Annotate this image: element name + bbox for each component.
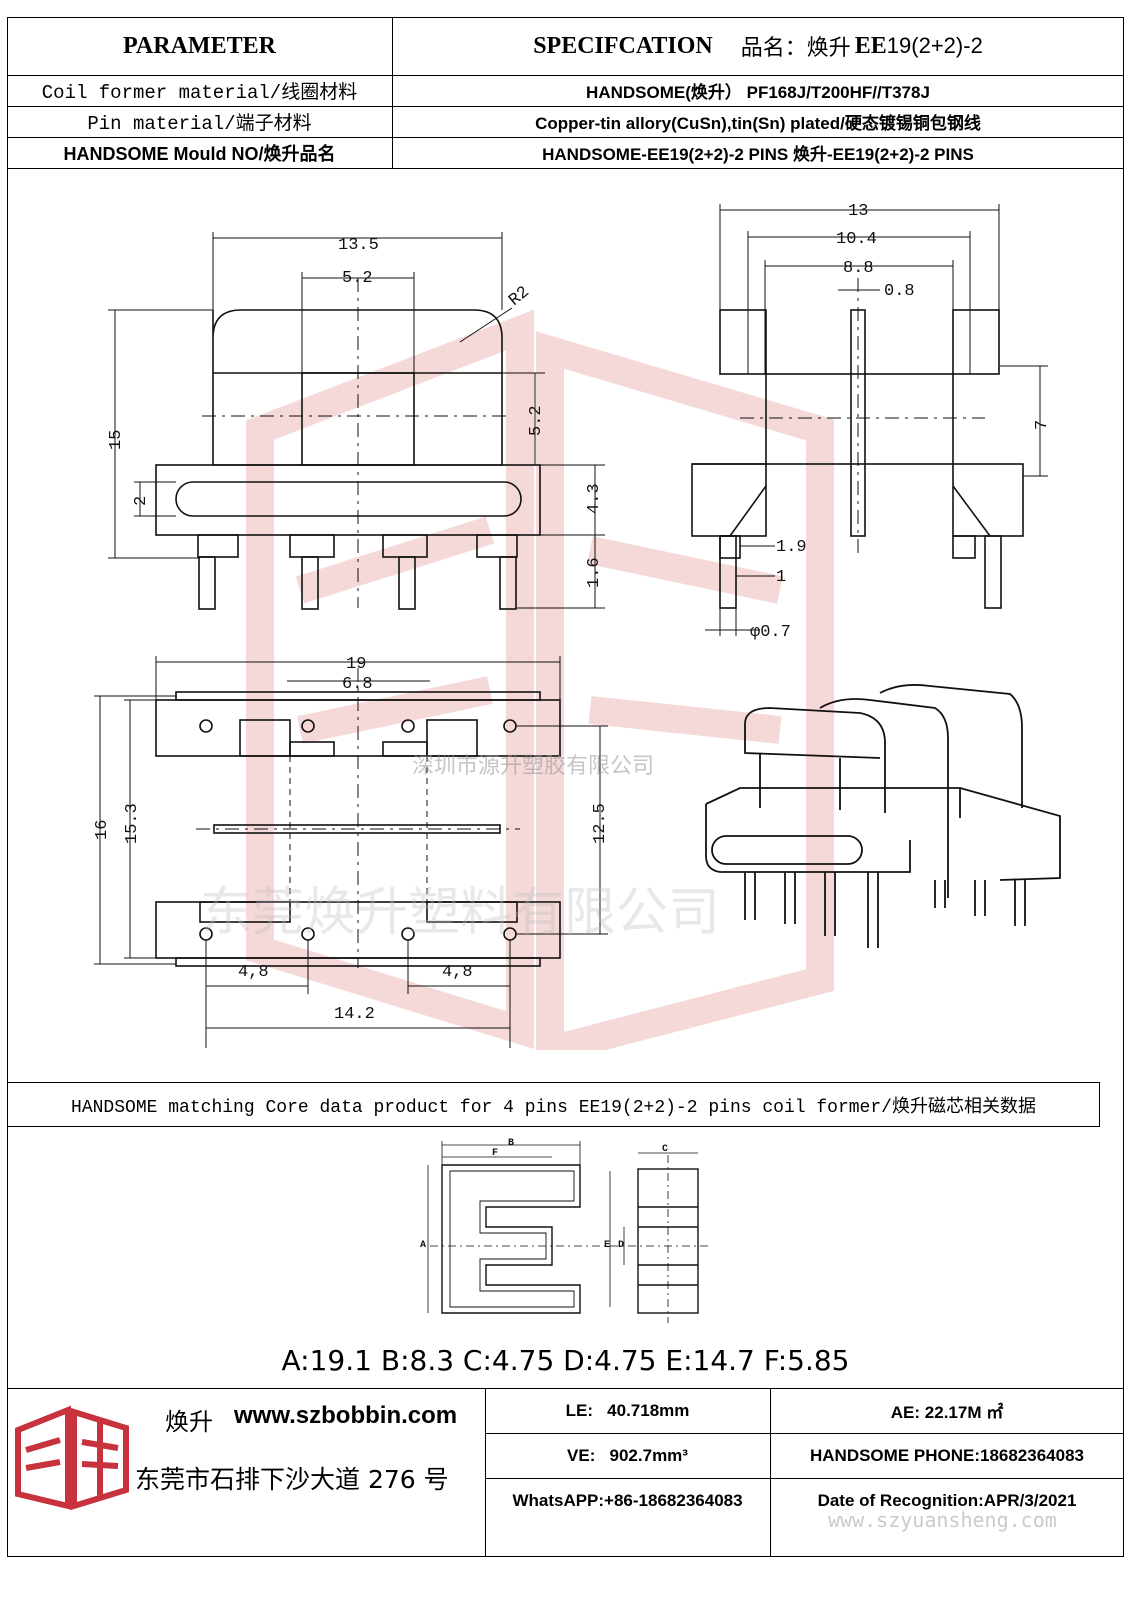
dim-front-width: 13.5 bbox=[338, 236, 379, 255]
dim-bottom-right-pitch: 4,8 bbox=[442, 963, 473, 982]
footer-top-divider bbox=[7, 1388, 1124, 1389]
dim-side-0-8: 0.8 bbox=[884, 282, 915, 301]
dim-bottom-6-8: 6.8 bbox=[342, 675, 373, 694]
dim-side-10-4: 10.4 bbox=[836, 230, 877, 249]
dim-front-window: 5.2 bbox=[342, 269, 373, 288]
dim-bottom-left-pitch: 4,8 bbox=[238, 963, 269, 982]
footer-watermark-url: www.szyuansheng.com bbox=[828, 1508, 1057, 1532]
dim-bottom-19: 19 bbox=[346, 655, 366, 674]
dim-front-window-height: 5.2 bbox=[527, 405, 546, 436]
product-suffix: 19(2+2)-2 bbox=[886, 33, 983, 58]
spec-label: SPECIFCATION bbox=[533, 32, 713, 59]
core-label-b: B bbox=[508, 1138, 514, 1149]
dim-front-pin: 1.6 bbox=[585, 557, 604, 588]
dim-front-base: 4.3 bbox=[585, 483, 604, 514]
core-diagram: B F C A E D bbox=[420, 1138, 710, 1323]
dim-side-pin-diameter: φ0.7 bbox=[750, 623, 791, 642]
dim-side-1-9: 1.9 bbox=[776, 538, 807, 557]
row-label-coil-material: Coil former material/线圈材料 bbox=[41, 82, 358, 104]
page-frame bbox=[7, 17, 1124, 1557]
dim-bottom-14-2: 14.2 bbox=[334, 1005, 375, 1024]
dim-side-8-8: 8.8 bbox=[843, 259, 874, 278]
row-divider-1 bbox=[7, 106, 1124, 107]
watermark-company-2: 东莞焕升塑料有限公司 bbox=[200, 883, 721, 943]
footer-brand: 焕升 bbox=[165, 1408, 213, 1436]
core-dimension-values: A:19.1 B:8.3 C:4.75 D:4.75 E:14.7 F:5.85 bbox=[281, 1343, 850, 1377]
footer-divider-2 bbox=[770, 1388, 771, 1557]
footer-le: LE: 40.718mm bbox=[565, 1400, 690, 1420]
side-view bbox=[691, 204, 1048, 636]
footer-row-divider-1 bbox=[485, 1433, 1124, 1434]
bottom-view bbox=[94, 656, 608, 1048]
footer-whatsapp: WhatsAPP:+86-18682364083 bbox=[512, 1490, 743, 1510]
footer-website[interactable]: www.szbobbin.com bbox=[234, 1402, 458, 1429]
product-prefix: 品名：焕升 bbox=[740, 36, 851, 61]
core-label-c: C bbox=[662, 1144, 668, 1155]
column-divider bbox=[392, 17, 393, 168]
dim-front-height: 15 bbox=[107, 430, 126, 450]
header-divider bbox=[7, 75, 1124, 76]
core-section-title: HANDSOME matching Core data product for … bbox=[71, 1097, 1036, 1118]
footer-phone: HANDSOME PHONE:18682364083 bbox=[809, 1445, 1084, 1465]
row-divider-2 bbox=[7, 137, 1124, 138]
row-value-pin-material: Copper-tin allory(CuSn),tin(Sn) plated/硬… bbox=[535, 114, 981, 133]
dim-bottom-16: 16 bbox=[93, 820, 112, 840]
footer-divider-1 bbox=[485, 1388, 486, 1557]
dim-front-radius: R2 bbox=[506, 283, 534, 311]
row-label-mould-no: HANDSOME Mould NO/焕升品名 bbox=[63, 143, 336, 164]
footer-address: 东莞市石排下沙大道 276 号 bbox=[135, 1465, 449, 1494]
isometric-view bbox=[705, 684, 1061, 948]
dim-front-slot: 2 bbox=[132, 496, 151, 506]
watermark-logo-graphic bbox=[246, 309, 834, 1050]
row-value-coil-material: HANDSOME(焕升） PF168J/T200HF//T378J bbox=[586, 83, 930, 102]
core-label-a: A bbox=[420, 1240, 426, 1251]
dim-side-1: 1 bbox=[776, 568, 786, 587]
core-label-e: E bbox=[604, 1240, 610, 1251]
company-logo bbox=[15, 1405, 129, 1511]
core-section-title-box bbox=[7, 1082, 1100, 1127]
dim-side-7: 7 bbox=[1033, 420, 1052, 430]
technical-drawing: 13.5 5.2 R2 15 5.2 2 4.3 1.6 13 10.4 8.8… bbox=[93, 202, 1061, 1048]
product-code: EE bbox=[854, 32, 887, 59]
footer-date: Date of Recognition:APR/3/2021 bbox=[817, 1490, 1077, 1510]
watermark-company-1: 深圳市源升塑胶有限公司 bbox=[412, 754, 655, 779]
dim-bottom-12-5: 12.5 bbox=[591, 803, 610, 844]
row-value-mould-no: HANDSOME-EE19(2+2)-2 PINS 焕升-EE19(2+2)-2… bbox=[542, 145, 974, 164]
row-divider-3 bbox=[7, 168, 1124, 169]
spec-heading: SPECIFCATION 品名：焕升 EE 19(2+2)-2 bbox=[392, 17, 1124, 75]
row-label-pin-material: Pin material/端子材料 bbox=[87, 113, 312, 135]
core-label-f: F bbox=[492, 1148, 498, 1159]
front-view bbox=[108, 232, 605, 610]
footer-ae: AE: 22.17M ㎡ bbox=[890, 1403, 1004, 1422]
dim-bottom-15-3: 15.3 bbox=[123, 803, 142, 844]
footer-ve: VE: 902.7mm³ bbox=[567, 1445, 688, 1465]
footer-row-divider-2 bbox=[485, 1478, 1124, 1479]
dim-side-13: 13 bbox=[848, 202, 868, 221]
parameter-heading: PARAMETER bbox=[123, 32, 276, 59]
core-label-d: D bbox=[618, 1240, 624, 1251]
